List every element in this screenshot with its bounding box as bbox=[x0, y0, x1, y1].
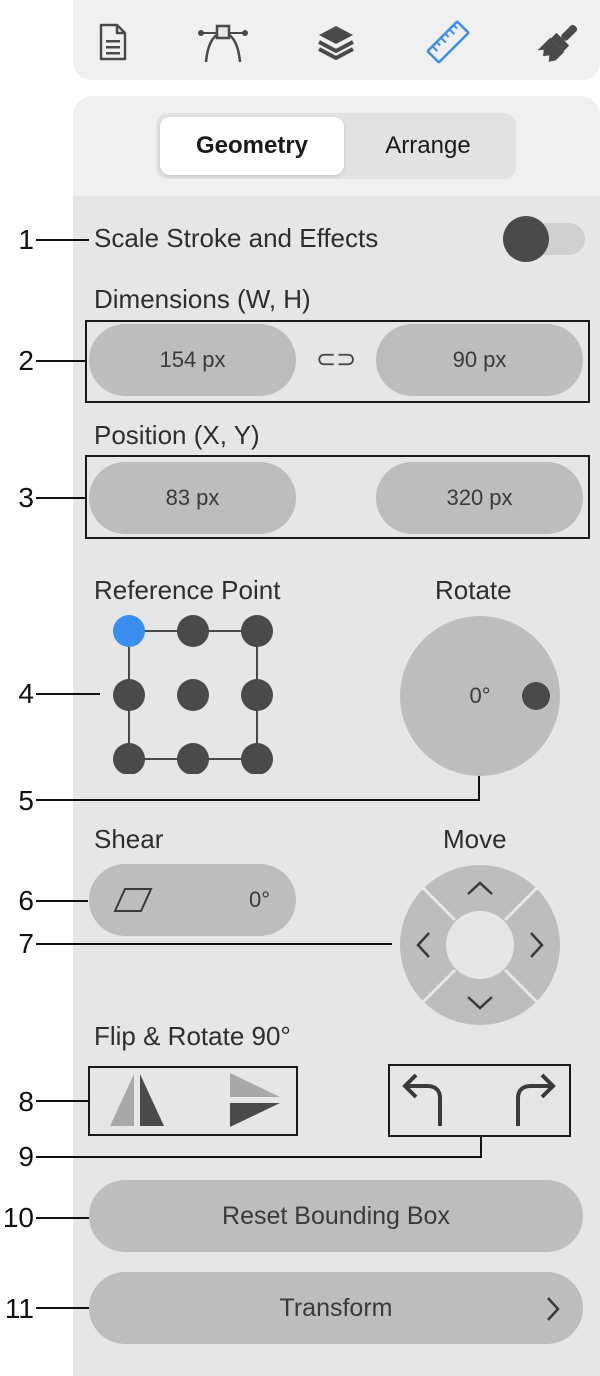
callout-9: 9 bbox=[18, 1141, 34, 1172]
flip-vertical-button[interactable] bbox=[225, 1070, 285, 1130]
segmented-control: Geometry Arrange bbox=[156, 113, 516, 179]
tool-ruler[interactable] bbox=[418, 14, 478, 70]
ref-point-bottom-right bbox=[241, 743, 273, 774]
callout-line-1 bbox=[36, 239, 89, 241]
tool-bezier[interactable] bbox=[193, 14, 253, 70]
rotate-handle[interactable] bbox=[522, 682, 550, 710]
rotate-left-icon bbox=[402, 1073, 442, 1126]
move-label: Move bbox=[443, 824, 507, 854]
callout-7: 7 bbox=[18, 928, 34, 959]
move-pad bbox=[400, 865, 560, 1025]
callout-line-7 bbox=[36, 943, 392, 945]
rotate-label: Rotate bbox=[435, 575, 512, 605]
callout-3: 3 bbox=[18, 482, 34, 513]
reference-point-grid bbox=[113, 615, 273, 774]
ref-point-center bbox=[177, 679, 209, 711]
ref-point-middle-right bbox=[241, 679, 273, 711]
x-field[interactable]: 83 px bbox=[89, 462, 296, 534]
callout-frame-position bbox=[85, 455, 590, 539]
move-up-button[interactable] bbox=[467, 881, 493, 895]
shear-field[interactable]: 0° bbox=[89, 864, 296, 936]
rotate-left-90-button[interactable] bbox=[400, 1068, 450, 1128]
rotate-right-90-button[interactable] bbox=[508, 1068, 558, 1128]
ref-point-bottom-left bbox=[113, 743, 145, 774]
callout-11: 11 bbox=[4, 1293, 34, 1324]
rotate-dial[interactable]: 0° bbox=[400, 616, 560, 776]
callout-line-10 bbox=[36, 1217, 89, 1219]
move-center bbox=[446, 911, 514, 979]
layers-icon bbox=[318, 26, 354, 60]
tab-arrange[interactable]: Arrange bbox=[385, 132, 471, 159]
position-label: Position (X, Y) bbox=[94, 420, 260, 450]
callout-line-2 bbox=[36, 360, 86, 362]
tool-brush[interactable] bbox=[530, 14, 590, 70]
ref-point-middle-left bbox=[113, 679, 145, 711]
transform-button[interactable]: Transform bbox=[89, 1272, 583, 1344]
callout-4: 4 bbox=[18, 678, 34, 709]
callout-line-5 bbox=[36, 799, 480, 801]
callout-line-5-vertical bbox=[478, 776, 480, 800]
callout-frame-flip bbox=[88, 1066, 298, 1136]
callout-line-3 bbox=[36, 497, 86, 499]
flip-vertical-icon bbox=[230, 1073, 280, 1127]
move-down-button[interactable] bbox=[467, 996, 493, 1010]
scale-stroke-toggle[interactable] bbox=[503, 216, 585, 262]
callout-line-4 bbox=[36, 693, 100, 695]
bezier-pen-icon bbox=[198, 24, 248, 63]
callout-frame-dimensions bbox=[85, 320, 590, 403]
height-field[interactable]: 90 px bbox=[376, 324, 583, 396]
callout-10: 10 bbox=[2, 1202, 34, 1233]
callout-8: 8 bbox=[18, 1086, 34, 1117]
rotate-right-icon bbox=[516, 1073, 556, 1126]
rotate-value: 0° bbox=[469, 683, 491, 708]
link-dimensions-icon[interactable]: ⊂⊃ bbox=[316, 346, 357, 373]
ref-point-top-left bbox=[113, 615, 145, 647]
callout-line-6 bbox=[36, 900, 88, 902]
chevron-right-icon bbox=[547, 1297, 560, 1321]
tab-geometry[interactable]: Geometry bbox=[160, 117, 344, 175]
move-right-button[interactable] bbox=[530, 932, 544, 958]
callout-line-11 bbox=[36, 1307, 89, 1309]
move-left-button[interactable] bbox=[416, 932, 430, 958]
callout-line-9-vertical bbox=[480, 1136, 482, 1157]
toggle-knob bbox=[503, 216, 549, 262]
callout-frame-rotate90 bbox=[388, 1064, 571, 1137]
geometry-panel: Geometry Arrange Scale Stroke and Effect… bbox=[73, 96, 600, 1376]
flip-rotate-label: Flip & Rotate 90° bbox=[94, 1021, 291, 1051]
scale-stroke-label: Scale Stroke and Effects bbox=[94, 223, 379, 253]
callout-1: 1 bbox=[18, 224, 34, 255]
callout-2: 2 bbox=[18, 345, 34, 376]
callout-line-8 bbox=[36, 1100, 89, 1102]
width-field[interactable]: 154 px bbox=[89, 324, 296, 396]
callout-5: 5 bbox=[18, 785, 34, 816]
reset-bounding-box-button[interactable]: Reset Bounding Box bbox=[89, 1180, 583, 1252]
document-icon bbox=[99, 23, 127, 61]
tool-layers[interactable] bbox=[306, 14, 366, 70]
dimensions-label: Dimensions (W, H) bbox=[94, 284, 311, 314]
ref-point-bottom-center bbox=[177, 743, 209, 774]
flip-horizontal-icon bbox=[110, 1074, 164, 1126]
transform-label: Transform bbox=[279, 1293, 393, 1322]
y-field[interactable]: 320 px bbox=[376, 462, 583, 534]
callout-6: 6 bbox=[18, 885, 34, 916]
parallelogram-icon bbox=[113, 888, 153, 912]
tool-document[interactable] bbox=[83, 14, 143, 70]
callout-line-9 bbox=[36, 1156, 482, 1158]
flip-horizontal-button[interactable] bbox=[105, 1070, 169, 1130]
toolbar bbox=[73, 0, 600, 80]
ref-point-top-center bbox=[177, 615, 209, 647]
ruler-icon bbox=[426, 20, 470, 64]
brush-icon bbox=[538, 24, 578, 62]
shear-label: Shear bbox=[94, 824, 164, 854]
ref-point-top-right bbox=[241, 615, 273, 647]
reference-point-label: Reference Point bbox=[94, 575, 281, 605]
shear-value: 0° bbox=[248, 887, 270, 912]
